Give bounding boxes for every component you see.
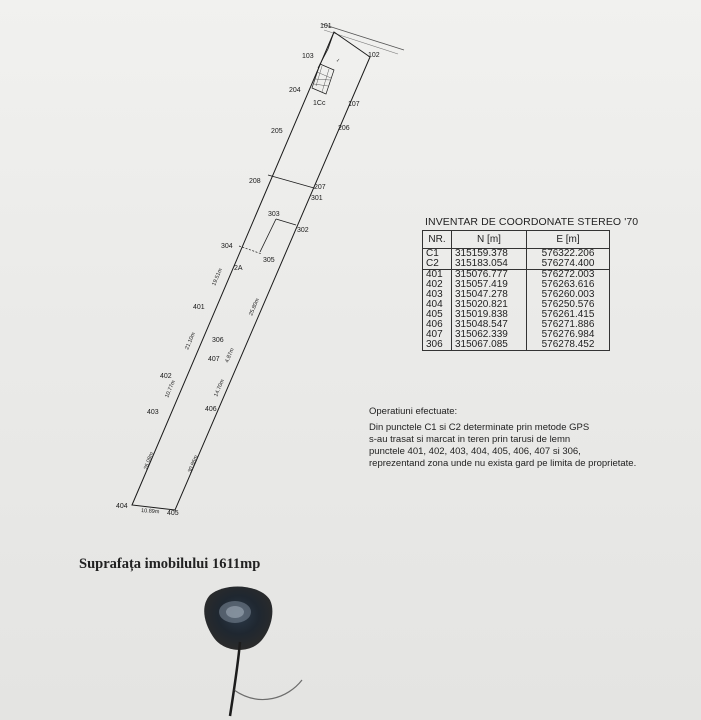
point-label: 407 [208, 356, 220, 363]
street-boundary-line [321, 23, 405, 51]
inventory-title: INVENTAR DE COORDONATE STEREO '70 [425, 216, 639, 228]
parcel-label: 1Cc [313, 100, 326, 107]
parcel-outline [131, 31, 371, 511]
operations-line: Din punctele C1 si C2 determinate prin m… [369, 422, 590, 433]
dimension-label: 21.10m [184, 331, 197, 351]
point-label: 207 [314, 184, 326, 191]
point-label: 304 [221, 243, 233, 250]
point-label: 406 [205, 406, 217, 413]
point-label: 301 [311, 195, 323, 202]
division-line-303-302 [275, 218, 297, 226]
point-label: 205 [271, 128, 283, 135]
point-label: 401 [193, 304, 205, 311]
dashed-line-304-305 [238, 245, 263, 255]
division-line-208-207 [267, 174, 315, 189]
inner-boundary [317, 31, 335, 69]
dimension-label: 19.51m [211, 267, 224, 287]
point-label: 107 [348, 101, 360, 108]
dimension-label: 30.86m [187, 454, 200, 474]
property-surface: Suprafața imobilului 1611mp [79, 556, 261, 572]
point-label: 103 [302, 53, 314, 60]
point-label: 206 [338, 125, 350, 132]
dimension-label: 10.89m [141, 508, 160, 515]
svg-text:✓: ✓ [336, 58, 340, 64]
building-c1 [311, 63, 335, 95]
point-label: 101 [320, 23, 332, 30]
point-label: 305 [263, 257, 275, 264]
point-label: 402 [160, 373, 172, 380]
column-header-e: E [m] [526, 230, 610, 249]
point-label: 403 [147, 409, 159, 416]
column-header-n: N [m] [451, 230, 527, 249]
parcel-label: 2A [234, 265, 243, 272]
operations-title: Operatiuni efectuate: [369, 406, 458, 417]
dimension-label: 26.09m [143, 451, 155, 471]
column-header-nr: NR. [422, 230, 452, 249]
operations-line: s-au trasat si marcat in teren prin taru… [369, 434, 571, 445]
division-line-303-304 [259, 218, 277, 253]
operations-line: punctele 401, 402, 403, 404, 405, 406, 4… [369, 446, 581, 457]
point-label: 204 [289, 87, 301, 94]
point-label: 102 [368, 52, 380, 59]
dimension-label: 4.87m [224, 347, 236, 364]
point-label: 405 [167, 510, 179, 517]
operations-notes: Operatiuni efectuate: Din punctele C1 si… [369, 406, 636, 470]
point-label: 208 [249, 178, 261, 185]
signature-stamp [204, 586, 303, 717]
point-label: 303 [268, 211, 280, 218]
operations-line: reprezentand zona unde nu exista gard pe… [369, 458, 637, 469]
point-label: 302 [297, 227, 309, 234]
point-label: 404 [116, 503, 128, 510]
point-label: 306 [212, 337, 224, 344]
dimension-label: 10.77m [164, 379, 177, 399]
